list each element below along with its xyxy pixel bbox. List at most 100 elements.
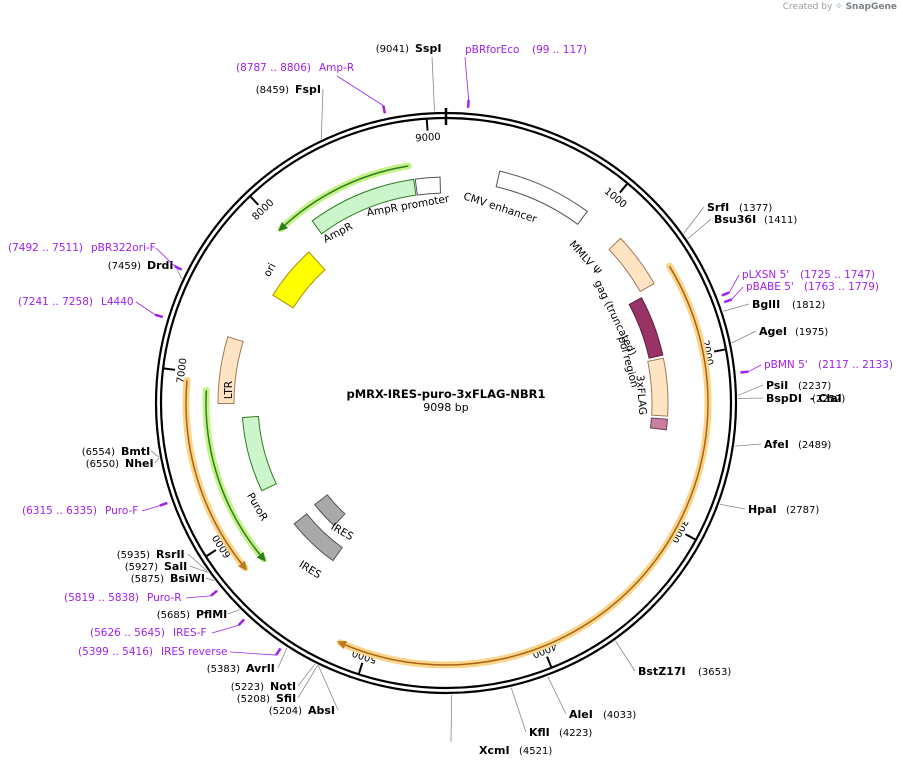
site-fspi: (8459)FspI bbox=[256, 83, 324, 139]
primer-mark bbox=[237, 618, 245, 627]
primer-ires-reverse: IRES reverse (5399 .. 5416) bbox=[78, 646, 282, 658]
site-position: (5204) bbox=[269, 706, 302, 717]
site-alei: AleI (4033) bbox=[547, 676, 636, 721]
site-pflmi: (5685)PflMI bbox=[157, 608, 240, 621]
primer-name: L4440 bbox=[101, 296, 134, 308]
primer-mark bbox=[466, 99, 470, 108]
primer-pbrforeco: pBRforEco(99 .. 117) bbox=[464, 44, 587, 108]
site-position: (5935) bbox=[117, 550, 150, 561]
site-name: KflI bbox=[529, 726, 550, 739]
orf-layer bbox=[182, 162, 712, 669]
feature-label: gag (truncated) bbox=[592, 278, 639, 357]
primer-mark bbox=[740, 370, 749, 374]
primer-ires-f: IRES-F (5626 .. 5645) bbox=[90, 618, 245, 639]
primer-pbabe-5-: pBABE 5'(1763 .. 1779) bbox=[723, 281, 879, 304]
site-name: SalI bbox=[164, 560, 187, 573]
site-name: FspI bbox=[295, 83, 321, 96]
site-leader bbox=[723, 303, 750, 312]
primer-range: (5399 .. 5416) bbox=[78, 646, 153, 658]
feature-ltr bbox=[217, 336, 244, 405]
primer-name: Puro-F bbox=[105, 505, 138, 517]
site-name: - ClaI bbox=[810, 392, 842, 405]
site-name: NotI bbox=[270, 680, 296, 693]
site-name: PsiI bbox=[766, 379, 788, 392]
site-leader bbox=[320, 88, 324, 139]
feature-mmlv- bbox=[608, 237, 655, 293]
tick-mark bbox=[713, 348, 727, 353]
site-position: (1377) bbox=[739, 203, 772, 214]
primer-leader bbox=[728, 274, 740, 293]
primer-mark bbox=[723, 298, 733, 304]
site-clai: - ClaI bbox=[810, 392, 842, 405]
primer-name: Puro-R bbox=[147, 592, 182, 604]
site-leader bbox=[431, 56, 435, 112]
orf-arrow bbox=[337, 265, 709, 666]
site-noti: (5223)NotI bbox=[231, 663, 316, 693]
site-bstz17i: BstZ17I (3653) bbox=[615, 640, 731, 678]
site-leader bbox=[205, 577, 215, 582]
primer-mark bbox=[382, 105, 387, 114]
feature-puror bbox=[241, 415, 277, 492]
site-position: (4521) bbox=[519, 746, 552, 757]
primer-mark bbox=[174, 264, 183, 271]
site-bsu36i: Bsu36I(1411) bbox=[687, 213, 797, 240]
primer-name: IRES-F bbox=[173, 627, 207, 639]
primer-pbmn-5-: pBMN 5' (2117 .. 2133) bbox=[740, 359, 893, 374]
primer-mark bbox=[154, 313, 164, 319]
site-bsiwi: (5875) BsiWI bbox=[131, 572, 215, 585]
site-position: (5875) bbox=[131, 574, 164, 585]
site-leader bbox=[683, 206, 705, 234]
primer-name: pBMN 5' bbox=[764, 359, 808, 371]
tick-mark bbox=[205, 549, 217, 558]
site-name: BsiWI bbox=[170, 572, 205, 585]
tick-mark bbox=[546, 656, 553, 669]
site-position: (2787) bbox=[786, 505, 819, 516]
primer-puro-r: Puro-R(5819 .. 5838) bbox=[64, 589, 218, 604]
site-leader bbox=[318, 665, 339, 711]
feature-cmv-enhancer bbox=[495, 170, 588, 226]
orf-arrow bbox=[185, 380, 248, 571]
site-name: HpaI bbox=[748, 503, 777, 516]
site-position: (7459) bbox=[108, 261, 141, 272]
site-leader bbox=[277, 647, 288, 669]
primer-name: Amp-R bbox=[319, 62, 354, 74]
site-name: BmtI bbox=[121, 445, 150, 458]
site-layer: (9041)SspI(8459)FspI(7459)DrdI(6554)BmtI… bbox=[82, 42, 846, 757]
primer-puro-f: Puro-F(6315 .. 6335) bbox=[22, 501, 168, 517]
site-leader bbox=[187, 553, 208, 572]
site-position: (4033) bbox=[603, 710, 636, 721]
site-afei: AfeI(2489) bbox=[734, 438, 831, 451]
site-position: (1975) bbox=[795, 327, 828, 338]
site-psii: PsiI(2237) bbox=[737, 379, 831, 396]
site-position: (6550) bbox=[86, 459, 119, 470]
primer-l4440: L4440(7241 .. 7258) bbox=[18, 296, 164, 319]
primer-name: IRES reverse bbox=[161, 646, 228, 658]
primer-pbr322ori-f: pBR322ori-F(7492 .. 7511) bbox=[8, 242, 183, 271]
site-xcmi: XcmI (4521) bbox=[450, 694, 552, 757]
primer-leader bbox=[135, 301, 156, 316]
feature-3xflag bbox=[649, 417, 668, 431]
site-agei: AgeI (1975) bbox=[731, 325, 828, 344]
plasmid-size: 9098 bp bbox=[423, 401, 468, 414]
credit-brand: SnapGene bbox=[845, 2, 897, 12]
primer-leader bbox=[336, 75, 384, 106]
site-name: BstZ17I bbox=[638, 665, 686, 678]
site-name: SfiI bbox=[276, 692, 296, 705]
primer-leader bbox=[229, 651, 277, 656]
site-hpai: HpaI (2787) bbox=[719, 503, 819, 516]
site-name: AleI bbox=[569, 708, 593, 721]
feature-label: PuroR bbox=[244, 491, 270, 524]
site-position: (3653) bbox=[698, 667, 731, 678]
site-bglii: BglII(1812) bbox=[723, 298, 825, 312]
primer-range: (5626 .. 5645) bbox=[90, 627, 165, 639]
primer-range: (2117 .. 2133) bbox=[818, 359, 893, 371]
site-name: AgeI bbox=[759, 325, 787, 338]
snapgene-credit: Created by ✧ SnapGene bbox=[783, 2, 897, 12]
site-leader bbox=[150, 450, 160, 458]
site-name: SrfI bbox=[707, 201, 729, 214]
feature-label: IRES bbox=[297, 559, 324, 582]
site-name: XcmI bbox=[479, 744, 510, 757]
primer-name: pBRforEco bbox=[465, 44, 519, 56]
